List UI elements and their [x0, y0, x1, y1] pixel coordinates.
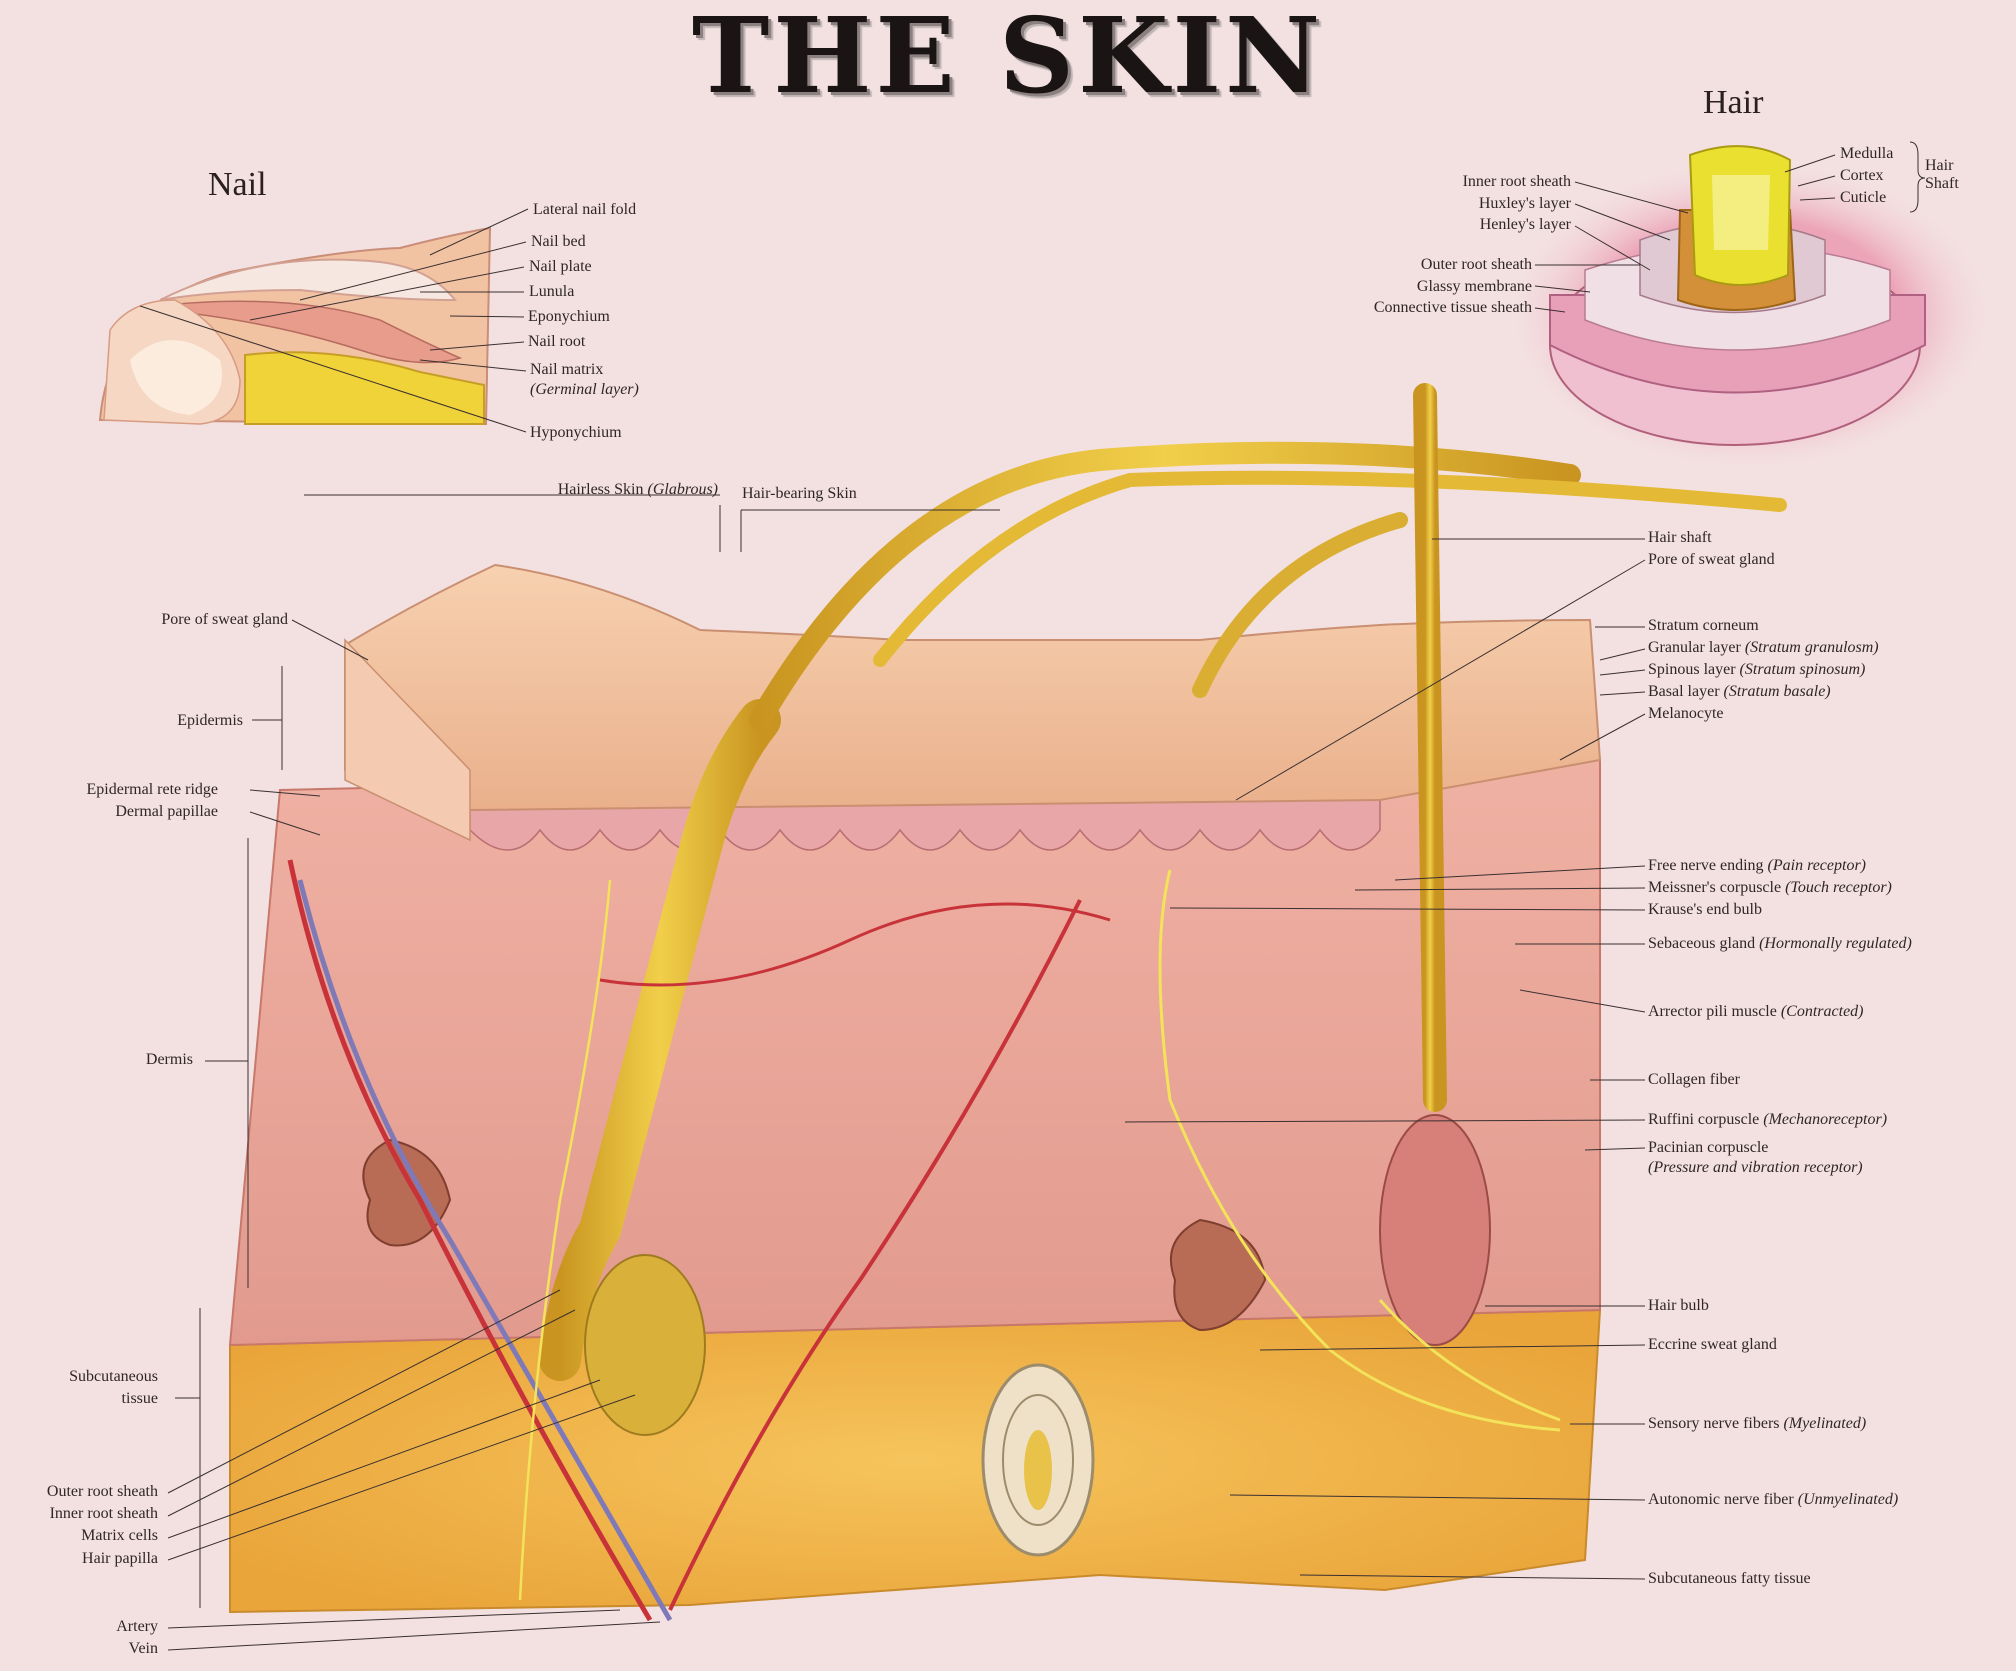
- nail-label-nail-plate: Nail plate: [529, 258, 592, 275]
- left-label-pore-of-sweat-gland: Pore of sweat gland: [161, 611, 288, 628]
- hair-label-cortex: Cortex: [1840, 167, 1884, 184]
- hair-label-outer-root-sheath: Outer root sheath: [1420, 256, 1532, 273]
- page-title: THE SKIN: [691, 0, 1325, 117]
- hair-label-huxleys-layer: Huxley's layer: [1478, 195, 1571, 212]
- right-label-pore-of-sweat-gland: Pore of sweat gland: [1648, 551, 1775, 568]
- right-label-free-nerve-ending: Free nerve ending (Pain receptor): [1648, 856, 1866, 876]
- meissners-corpuscle-text: Meissner's corpuscle: [1648, 879, 1782, 896]
- right-label-arrector-pili-muscle: Arrector pili muscle (Contracted): [1648, 1002, 1864, 1022]
- right-label-hair-shaft: Hair shaft: [1648, 529, 1712, 546]
- right-label-basal-layer: Basal layer (Stratum basale): [1648, 682, 1831, 702]
- left-label-dermis: Dermis: [145, 1051, 193, 1068]
- ruffini-corpuscle-sub: (Mechanoreceptor): [1763, 1111, 1888, 1128]
- meissners-corpuscle-sub: (Touch receptor): [1785, 879, 1892, 896]
- hair-heading: Hair: [1703, 84, 1764, 121]
- nail-matrix-text: Nail matrix: [530, 361, 604, 378]
- hair-group-line-2: Shaft: [1925, 175, 1959, 192]
- hairless-skin-sub: (Glabrous): [647, 481, 718, 498]
- nail-label-nail-root: Nail root: [528, 333, 586, 350]
- right-label-eccrine-sweat-gland: Eccrine sweat gland: [1648, 1336, 1777, 1353]
- nail-label-lunula: Lunula: [529, 283, 575, 300]
- nail-label-nail-bed: Nail bed: [531, 233, 586, 250]
- arrector-pili-text: Arrector pili muscle: [1648, 1003, 1777, 1020]
- nail-label-lateral-nail-fold: Lateral nail fold: [533, 201, 637, 218]
- right-label-spinous-layer: Spinous layer (Stratum spinosum): [1648, 660, 1865, 680]
- right-label-autonomic-nerve-fiber: Autonomic nerve fiber (Unmyelinated): [1648, 1490, 1898, 1510]
- free-nerve-ending-sub: (Pain receptor): [1767, 857, 1866, 874]
- right-label-pacinian-subtext: (Pressure and vibration receptor): [1648, 1159, 1863, 1176]
- hair-label-medulla: Medulla: [1840, 145, 1894, 162]
- leader-lines: [139, 141, 1926, 1651]
- spinous-layer-text: Spinous layer: [1648, 661, 1736, 678]
- left-label-hair-papilla: Hair papilla: [82, 1550, 158, 1567]
- left-label-epidermis: Epidermis: [177, 712, 243, 729]
- sebaceous-gland-text: Sebaceous gland: [1648, 935, 1756, 952]
- nail-illustration: [98, 226, 492, 426]
- hairless-skin-text: Hairless Skin: [557, 481, 644, 498]
- right-label-sebaceous-gland: Sebaceous gland (Hormonally regulated): [1648, 934, 1912, 954]
- right-label-krauses-end-bulb: Krause's end bulb: [1648, 901, 1762, 918]
- granular-layer-sub: (Stratum granulosm): [1744, 639, 1879, 656]
- right-label-melanocyte: Melanocyte: [1648, 705, 1724, 722]
- left-label-outer-root-sheath: Outer root sheath: [46, 1483, 158, 1500]
- left-label-epidermal-rete-ridge: Epidermal rete ridge: [86, 781, 219, 798]
- right-label-collagen-fiber: Collagen fiber: [1648, 1071, 1740, 1088]
- sebaceous-gland-sub: (Hormonally regulated): [1759, 935, 1912, 952]
- right-label-stratum-corneum: Stratum corneum: [1648, 617, 1759, 634]
- hairless-skin-label: Hairless Skin (Glabrous): [558, 480, 718, 500]
- hair-label-inner-root-sheath: Inner root sheath: [1462, 173, 1571, 190]
- left-label-inner-root-sheath: Inner root sheath: [49, 1505, 158, 1522]
- autonomic-nerve-text: Autonomic nerve fiber: [1648, 1491, 1794, 1508]
- nail-label-eponychium: Eponychium: [528, 308, 610, 325]
- right-label-subcutaneous-fatty-tissue: Subcutaneous fatty tissue: [1648, 1570, 1811, 1587]
- left-label-tissue: tissue: [121, 1390, 158, 1407]
- left-label-matrix-cells: Matrix cells: [81, 1527, 158, 1544]
- left-label-dermal-papillae: Dermal papillae: [115, 803, 218, 820]
- right-label-pacinian-corpuscle: Pacinian corpuscle: [1648, 1139, 1769, 1156]
- left-label-artery: Artery: [116, 1618, 158, 1635]
- left-label-vein: Vein: [128, 1640, 158, 1657]
- basal-layer-sub: (Stratum basale): [1723, 683, 1831, 700]
- hair-illustration: [1500, 145, 2000, 475]
- right-label-sensory-nerve-fibers: Sensory nerve fibers (Myelinated): [1648, 1414, 1866, 1434]
- granular-layer-text: Granular layer: [1648, 639, 1741, 656]
- nail-matrix-sub: (Germinal layer): [530, 381, 639, 398]
- hair-label-connective-tissue-sheath: Connective tissue sheath: [1373, 299, 1532, 316]
- sensory-nerve-sub: (Myelinated): [1783, 1415, 1867, 1432]
- hair-label-henleys-layer: Henley's layer: [1479, 216, 1571, 233]
- hair-label-shaft-group: Hair Shaft: [1925, 157, 1959, 193]
- ruffini-corpuscle-text: Ruffini corpuscle: [1648, 1111, 1760, 1128]
- hairbearing-skin-label: Hair-bearing Skin: [742, 485, 857, 502]
- right-label-ruffini-corpuscle: Ruffini corpuscle (Mechanoreceptor): [1648, 1110, 1887, 1130]
- arrector-pili-sub: (Contracted): [1780, 1003, 1864, 1020]
- left-label-subcutaneous: Subcutaneous: [69, 1368, 158, 1385]
- hair-label-cuticle: Cuticle: [1840, 189, 1887, 206]
- hair-label-glassy-membrane: Glassy membrane: [1416, 278, 1532, 295]
- right-label-meissners-corpuscle: Meissner's corpuscle (Touch receptor): [1648, 878, 1892, 898]
- spinous-layer-sub: (Stratum spinosum): [1739, 661, 1866, 678]
- sensory-nerve-text: Sensory nerve fibers: [1648, 1415, 1780, 1432]
- free-nerve-ending-text: Free nerve ending: [1648, 857, 1764, 874]
- nail-label-nail-matrix: Nail matrix (Germinal layer): [530, 360, 639, 400]
- hair-group-line-1: Hair: [1925, 157, 1954, 174]
- right-label-hair-bulb: Hair bulb: [1648, 1297, 1709, 1314]
- right-label-granular-layer: Granular layer (Stratum granulosm): [1648, 638, 1879, 658]
- autonomic-nerve-sub: (Unmyelinated): [1797, 1491, 1899, 1508]
- basal-layer-text: Basal layer: [1648, 683, 1720, 700]
- skin-block-illustration: [228, 383, 1787, 1622]
- nail-label-hyponychium: Hyponychium: [530, 424, 622, 441]
- nail-heading: Nail: [208, 166, 267, 203]
